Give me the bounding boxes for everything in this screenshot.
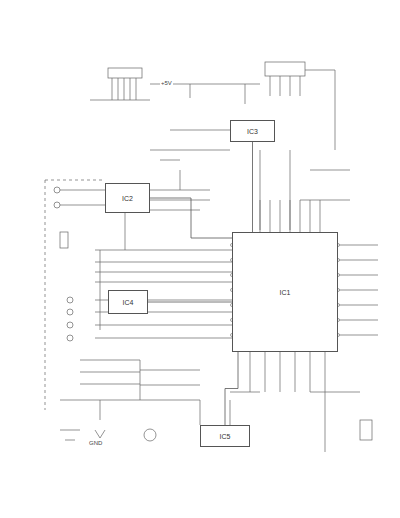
chip-label: IC2	[119, 193, 136, 204]
wire-connector	[150, 198, 232, 238]
chip-label: IC1	[277, 287, 294, 298]
ic-chip: IC1	[232, 232, 338, 352]
signal-label: GND	[88, 440, 103, 446]
ic-box: IC5	[200, 425, 250, 447]
chip-label: IC3	[244, 126, 261, 137]
chip-label: IC5	[217, 431, 234, 442]
ic-box: IC4	[108, 290, 148, 314]
wire-connector	[225, 352, 238, 425]
wire-connector	[252, 142, 253, 232]
chip-label: IC4	[120, 297, 137, 308]
ic-box: IC3	[230, 120, 275, 142]
ic-box: IC2	[105, 183, 150, 213]
signal-label: +5V	[160, 80, 173, 86]
wire-connector	[148, 302, 232, 303]
